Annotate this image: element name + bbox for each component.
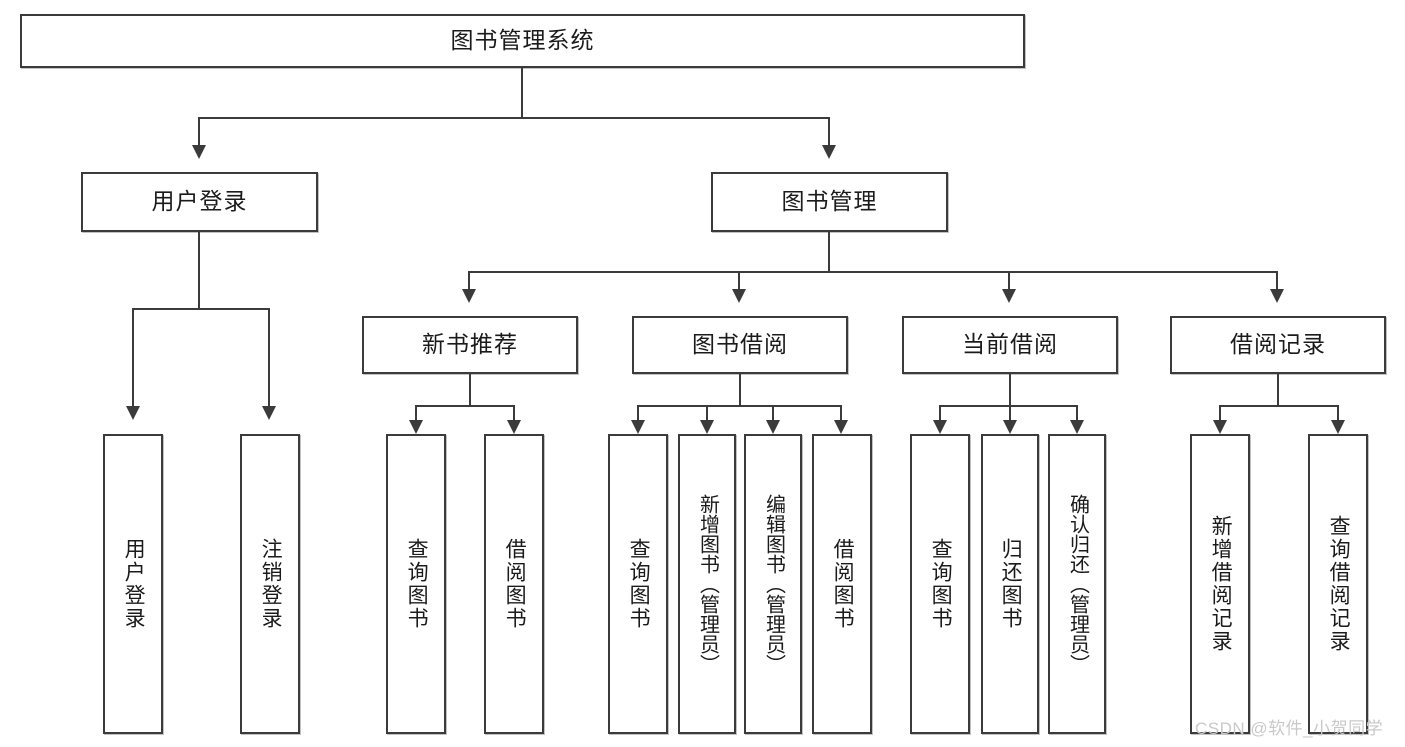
arrowhead-to-leaf-query-record [1331,420,1345,434]
node-book-borrow[interactable]: 图书借阅 [632,316,848,374]
arrowhead-to-leaf-logout [262,406,276,420]
connector-borrow-record-drop-1 [1219,405,1221,420]
connector-user-login-drop-2 [268,308,270,406]
connector-borrow-record-bus [1219,405,1338,407]
connector-book-mgmt-bus [468,271,1278,273]
connector-new-book-drop-2 [513,405,515,420]
connector-user-login-drop-1 [132,308,134,406]
arrowhead-to-leaf-query-book-1 [409,420,423,434]
leaf-add-book[interactable]: 新增图书（管理员） [678,434,736,734]
connector-borrow-record-stem [1277,374,1279,405]
node-book-management[interactable]: 图书管理 [711,172,948,232]
leaf-query-book-3[interactable]: 查询图书 [910,434,970,734]
node-book-borrow-label: 图书借阅 [692,331,788,358]
arrowhead-to-borrow [732,289,746,303]
connector-root-drop-left [198,117,200,145]
node-new-book-recommend-label: 新书推荐 [422,331,518,358]
arrowhead-to-leaf-confirm-return [1070,420,1084,434]
connector-book-mgmt-drop-1 [468,271,470,289]
connector-new-book-bus [415,405,515,407]
connector-book-mgmt-drop-2 [738,271,740,289]
connector-book-borrow-drop-4 [840,405,842,420]
node-current-borrow[interactable]: 当前借阅 [902,316,1118,374]
arrowhead-to-leaf-borrow-book-2 [834,420,848,434]
connector-book-borrow-stem [739,374,741,405]
connector-current-borrow-bus [939,405,1078,407]
leaf-logout-label: 注销登录 [259,538,283,630]
arrowhead-to-borrow-records [1270,289,1284,303]
csdn-watermark: CSDN @软件_小贺同学 [1195,719,1384,738]
connector-book-borrow-drop-2 [706,405,708,420]
connector-book-mgmt-drop-3 [1008,271,1010,289]
node-root-label: 图书管理系统 [450,27,595,54]
arrowhead-to-leaf-edit-book [766,420,780,434]
connector-root-bus [198,117,830,119]
leaf-borrow-book-2-label: 借阅图书 [831,538,855,630]
leaf-borrow-book-1-label: 借阅图书 [503,538,527,630]
arrowhead-to-current-borrow [1002,289,1016,303]
leaf-query-borrow-record-label: 查询借阅记录 [1327,515,1351,653]
connector-user-login-stem [198,232,200,308]
arrowhead-to-leaf-return-book [1003,420,1017,434]
node-root[interactable]: 图书管理系统 [20,14,1025,68]
leaf-query-book-2-label: 查询图书 [627,538,651,630]
connector-book-mgmt-stem [828,232,830,271]
node-borrow-record[interactable]: 借阅记录 [1170,316,1386,374]
leaf-query-book-1-label: 查询图书 [405,538,429,630]
leaf-user-login[interactable]: 用户登录 [103,434,163,734]
node-borrow-record-label: 借阅记录 [1230,331,1326,358]
leaf-confirm-return[interactable]: 确认归还（管理员） [1048,434,1106,734]
leaf-query-book-2[interactable]: 查询图书 [608,434,668,734]
leaf-query-book-1[interactable]: 查询图书 [386,434,446,734]
node-current-borrow-label: 当前借阅 [962,331,1058,358]
leaf-add-book-label: 新增图书（管理员） [696,494,719,674]
leaf-edit-book[interactable]: 编辑图书（管理员） [744,434,802,734]
arrowhead-to-leaf-borrow-book-1 [507,420,521,434]
arrowhead-to-leaf-user-login [126,406,140,420]
arrowhead-to-new-books [462,289,476,303]
leaf-return-book-label: 归还图书 [999,538,1023,630]
connector-book-borrow-drop-3 [772,405,774,420]
connector-book-borrow-bus [637,405,842,407]
leaf-logout[interactable]: 注销登录 [240,434,300,734]
node-book-management-label: 图书管理 [781,188,878,215]
leaf-add-borrow-record[interactable]: 新增借阅记录 [1190,434,1250,734]
leaf-user-login-label: 用户登录 [122,538,146,630]
connector-new-book-drop-1 [415,405,417,420]
connector-current-borrow-drop-1 [939,405,941,420]
connector-root-drop-right [828,117,830,145]
connector-borrow-record-drop-2 [1337,405,1339,420]
leaf-borrow-book-1[interactable]: 借阅图书 [484,434,544,734]
leaf-edit-book-label: 编辑图书（管理员） [762,494,785,674]
arrowhead-to-book-mgmt [822,145,836,159]
connector-book-borrow-drop-1 [637,405,639,420]
leaf-add-borrow-record-label: 新增借阅记录 [1209,515,1233,653]
connector-current-borrow-drop-3 [1076,405,1078,420]
leaf-confirm-return-label: 确认归还（管理员） [1066,494,1089,674]
connector-root-stem [521,68,523,117]
connector-current-borrow-drop-2 [1009,405,1011,420]
arrowhead-to-leaf-add-book [700,420,714,434]
connector-current-borrow-stem [1009,374,1011,405]
connector-user-login-bus [132,308,270,310]
leaf-query-borrow-record[interactable]: 查询借阅记录 [1308,434,1368,734]
arrowhead-to-leaf-add-record [1213,420,1227,434]
arrowhead-to-user-login [192,145,206,159]
node-user-login-label: 用户登录 [151,188,248,215]
leaf-return-book[interactable]: 归还图书 [981,434,1039,734]
connector-new-book-stem [469,374,471,405]
connector-book-mgmt-drop-4 [1276,271,1278,289]
arrowhead-to-leaf-query-book-2 [631,420,645,434]
leaf-borrow-book-2[interactable]: 借阅图书 [812,434,872,734]
node-user-login[interactable]: 用户登录 [81,172,318,232]
node-new-book-recommend[interactable]: 新书推荐 [362,316,578,374]
leaf-query-book-3-label: 查询图书 [929,538,953,630]
arrowhead-to-leaf-query-book-3 [933,420,947,434]
